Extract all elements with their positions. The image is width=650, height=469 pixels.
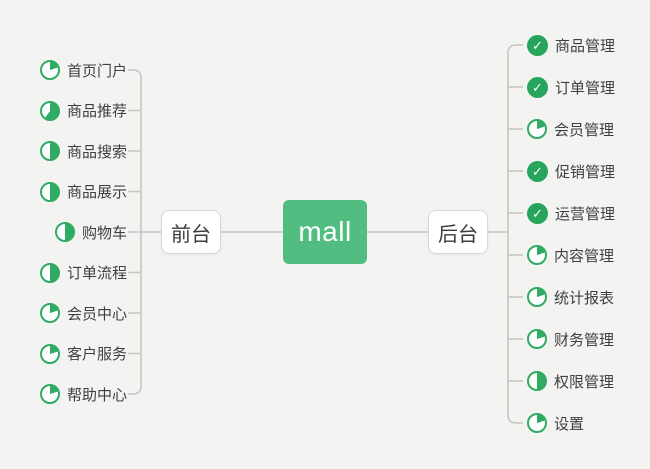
item-label: 帮助中心 — [66, 386, 127, 404]
item-label: 订单管理 — [555, 79, 616, 97]
mindmap-item[interactable]: 设置 — [527, 412, 584, 434]
progress-pie-icon[interactable] — [527, 245, 547, 265]
item-label: 权限管理 — [554, 373, 615, 391]
item-label: 内容管理 — [554, 247, 615, 265]
item-label: 商品推荐 — [66, 103, 127, 120]
item-label: 会员中心 — [66, 305, 127, 323]
mindmap-item[interactable]: ✓ 商品管理 — [527, 34, 615, 56]
item-label: 商品管理 — [555, 37, 616, 55]
progress-pie-icon[interactable] — [39, 100, 60, 121]
progress-pie-icon[interactable] — [39, 384, 60, 404]
check-icon[interactable]: ✓ — [527, 160, 548, 182]
mindmap-item[interactable]: 权限管理 — [527, 370, 614, 392]
progress-pie-icon[interactable] — [527, 329, 547, 349]
progress-pie-icon[interactable] — [527, 413, 547, 433]
check-icon[interactable]: ✓ — [527, 76, 548, 98]
progress-pie-icon[interactable] — [527, 119, 547, 139]
mindmap-item[interactable]: 财务管理 — [527, 328, 614, 350]
item-label: 订单流程 — [66, 265, 127, 282]
mindmap-item[interactable]: 内容管理 — [527, 244, 614, 266]
progress-pie-icon[interactable] — [527, 371, 547, 391]
progress-pie-icon[interactable] — [39, 60, 60, 80]
item-label: 购物车 — [81, 224, 127, 242]
check-icon[interactable]: ✓ — [527, 34, 548, 56]
item-label: 财务管理 — [554, 331, 615, 349]
item-label: 客户服务 — [66, 346, 127, 363]
mindmap-item[interactable]: ✓ 促销管理 — [527, 160, 615, 182]
progress-pie-icon[interactable] — [527, 287, 547, 307]
check-icon[interactable]: ✓ — [527, 202, 548, 224]
mindmap-item[interactable]: 会员管理 — [527, 118, 614, 140]
mindmap-item[interactable]: ✓ 运营管理 — [527, 202, 615, 224]
progress-pie-icon[interactable] — [39, 303, 60, 323]
mindmap-item[interactable]: 会员中心 — [39, 302, 127, 324]
item-label: 设置 — [554, 415, 585, 433]
mindmap-item[interactable]: 帮助中心 — [39, 383, 127, 405]
progress-pie-icon[interactable] — [39, 141, 60, 161]
mindmap-item[interactable]: 商品推荐 — [39, 100, 127, 122]
item-label: 商品搜索 — [66, 143, 127, 161]
progress-pie-icon[interactable] — [39, 343, 60, 364]
mindmap-item[interactable]: 首页门户 — [39, 59, 127, 81]
item-label: 会员管理 — [554, 121, 615, 139]
mindmap-item[interactable]: 客户服务 — [39, 343, 127, 365]
mindmap-item[interactable]: 统计报表 — [527, 286, 614, 308]
branch-node-front[interactable]: 前台 — [161, 210, 221, 254]
root-node-mall[interactable]: mall — [283, 200, 367, 264]
item-label: 首页门户 — [66, 62, 127, 80]
mindmap-item[interactable]: 商品展示 — [39, 181, 127, 203]
item-label: 运营管理 — [555, 205, 616, 223]
progress-pie-icon[interactable] — [39, 181, 60, 202]
item-label: 统计报表 — [554, 289, 615, 307]
mindmap-item[interactable]: 商品搜索 — [39, 140, 127, 162]
mindmap-item[interactable]: 购物车 — [54, 221, 127, 243]
mindmap-item[interactable]: 订单流程 — [39, 262, 127, 284]
progress-pie-icon[interactable] — [39, 262, 60, 283]
mindmap-item[interactable]: ✓ 订单管理 — [527, 76, 615, 98]
item-label: 商品展示 — [66, 184, 127, 201]
progress-pie-icon[interactable] — [54, 222, 75, 242]
item-label: 促销管理 — [555, 163, 616, 181]
branch-node-back[interactable]: 后台 — [428, 210, 488, 254]
